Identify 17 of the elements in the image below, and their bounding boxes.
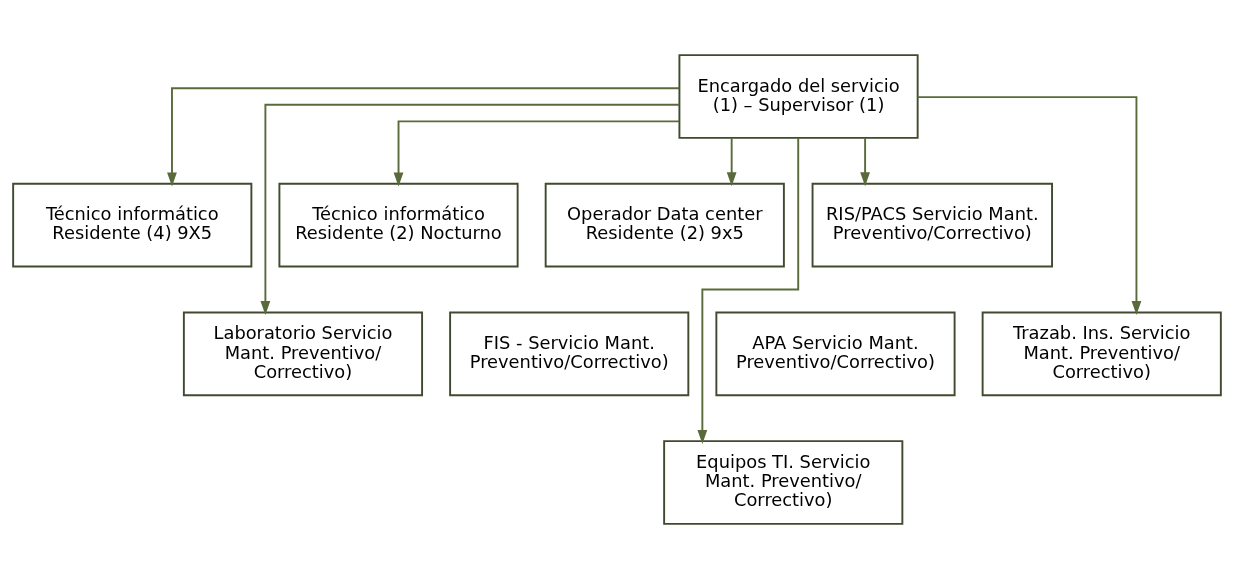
arrow — [393, 119, 680, 186]
node-box: Técnico informático Residente (2) Nocturno — [278, 182, 519, 268]
arrow — [726, 136, 737, 186]
node-box: Operador Data center Residente (2) 9x5 — [544, 182, 785, 268]
node-box: Encargado del servicio (1) – Supervisor (1) — [678, 53, 919, 139]
node-box: Técnico informático Residente (4) 9X5 — [12, 182, 253, 268]
arrow — [916, 95, 1142, 315]
node-box: RIS/PACS Servicio Mant. Preventivo/Correctivo) — [811, 182, 1053, 268]
node-box: APA Servicio Mant. Preventivo/Correctivo) — [715, 310, 956, 396]
node-box: Trazab. Ins. Servicio Mant. Preventivo/ Correctivo) — [981, 310, 1222, 396]
arrow — [860, 136, 870, 186]
node-box: Equipos TI. Servicio Mant. Preventivo/ Correctivo) — [663, 439, 904, 525]
arrow — [697, 136, 800, 444]
node-box: FIS - Servicio Mant. Preventivo/Correctivo) — [449, 310, 690, 396]
node-box: Laboratorio Servicio Mant. Preventivo/ Correctivo) — [182, 310, 424, 396]
arrow — [167, 86, 681, 187]
arrow — [260, 103, 681, 315]
